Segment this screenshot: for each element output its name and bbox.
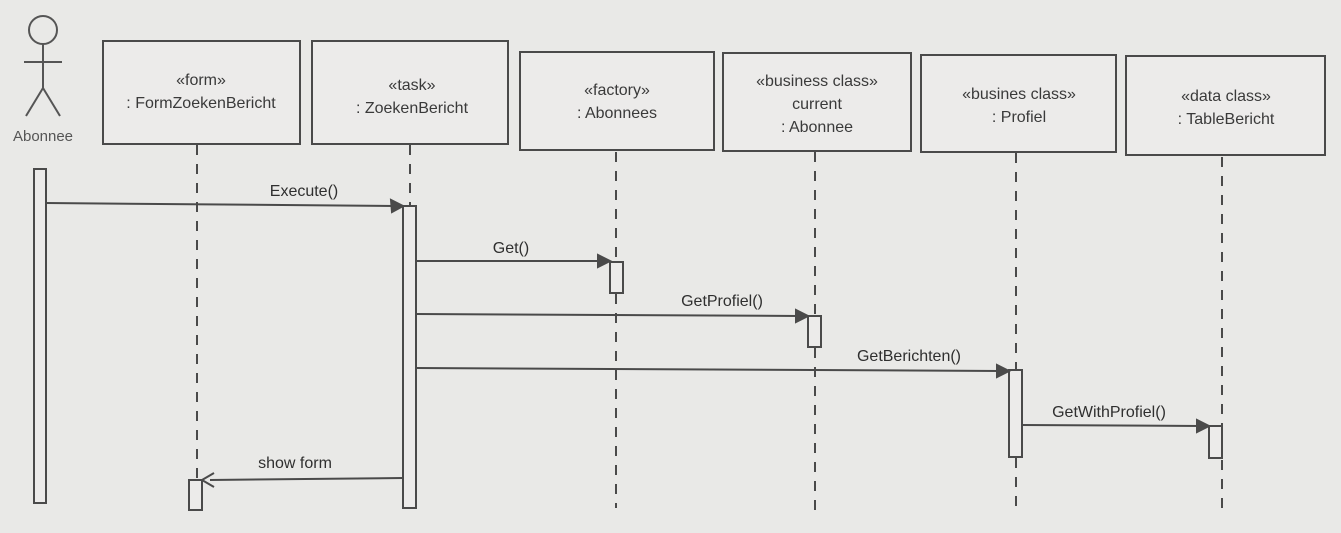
message-execute [45, 198, 406, 214]
object-tablebericht-line-2: : TableBericht [1178, 111, 1275, 128]
message-get-arrowhead [597, 253, 613, 269]
message-get [416, 253, 613, 269]
object-factory-line-1: «factory» [584, 82, 650, 99]
message-getberichten [415, 363, 1012, 379]
object-profiel-line-1: «busines class» [962, 86, 1076, 103]
object-current-line-1: «business class» [756, 73, 878, 90]
object-current-line-3: : Abonnee [781, 119, 853, 136]
object-box-current [722, 52, 912, 152]
message-execute-line [45, 202, 396, 207]
activation-factory [609, 261, 624, 294]
object-factory-line-2: : Abonnees [577, 105, 657, 122]
message-getwithprofiel-label: GetWithProfiel() [1052, 404, 1166, 421]
object-current-line-2: current [792, 96, 842, 113]
object-task-line-1: «task» [388, 77, 435, 94]
object-box-form [102, 40, 301, 145]
object-box-tablebericht [1125, 55, 1326, 156]
activation-actor [33, 168, 47, 504]
message-getprofiel-line [415, 313, 801, 317]
object-box-factory [519, 51, 715, 151]
message-getberichten-arrowhead [996, 363, 1012, 379]
actor-head [28, 15, 58, 45]
activation-task [402, 205, 417, 509]
actor-right-leg [42, 87, 61, 117]
object-tablebericht: «data class» : TableBericht [1125, 55, 1326, 156]
object-task-line-2: : ZoekenBericht [356, 100, 469, 117]
object-current: «business class» current : Abonnee [722, 52, 912, 152]
message-get-label: Get() [493, 240, 529, 257]
message-getwithprofiel-line [1021, 424, 1202, 427]
activation-tablebericht [1208, 425, 1223, 459]
object-form-line-1: «form» [176, 72, 226, 89]
actor-label: Abonnee [13, 128, 73, 145]
object-box-profiel [920, 54, 1117, 153]
object-tablebericht-line-1: «data class» [1181, 88, 1271, 105]
object-form: «form» : FormZoekenBericht [102, 40, 301, 145]
activation-form [188, 479, 203, 511]
object-profiel: «busines class» : Profiel [920, 54, 1117, 153]
message-execute-label: Execute() [270, 183, 338, 200]
object-profiel-line-2: : Profiel [992, 109, 1046, 126]
message-getberichten-line [415, 367, 1002, 372]
message-getwithprofiel [1021, 418, 1212, 434]
activation-profiel [1008, 369, 1023, 458]
message-showform [200, 472, 404, 488]
message-execute-arrowhead [389, 198, 406, 214]
message-getwithprofiel-arrowhead [1196, 418, 1212, 434]
actor-abonnee [24, 15, 62, 117]
activation-current [807, 315, 822, 348]
actor-left-leg [25, 87, 44, 117]
message-showform-label: show form [258, 455, 332, 472]
message-showform-arrowhead [200, 472, 215, 488]
object-factory: «factory» : Abonnees [519, 51, 715, 151]
message-getprofiel-label: GetProfiel() [681, 293, 763, 310]
message-getprofiel-arrowhead [795, 308, 811, 324]
message-getprofiel [415, 308, 811, 324]
object-box-task [311, 40, 509, 145]
object-form-line-2: : FormZoekenBericht [126, 95, 276, 112]
message-showform-line [209, 477, 404, 481]
message-getberichten-label: GetBerichten() [857, 348, 961, 365]
object-task: «task» : ZoekenBericht [311, 40, 509, 145]
